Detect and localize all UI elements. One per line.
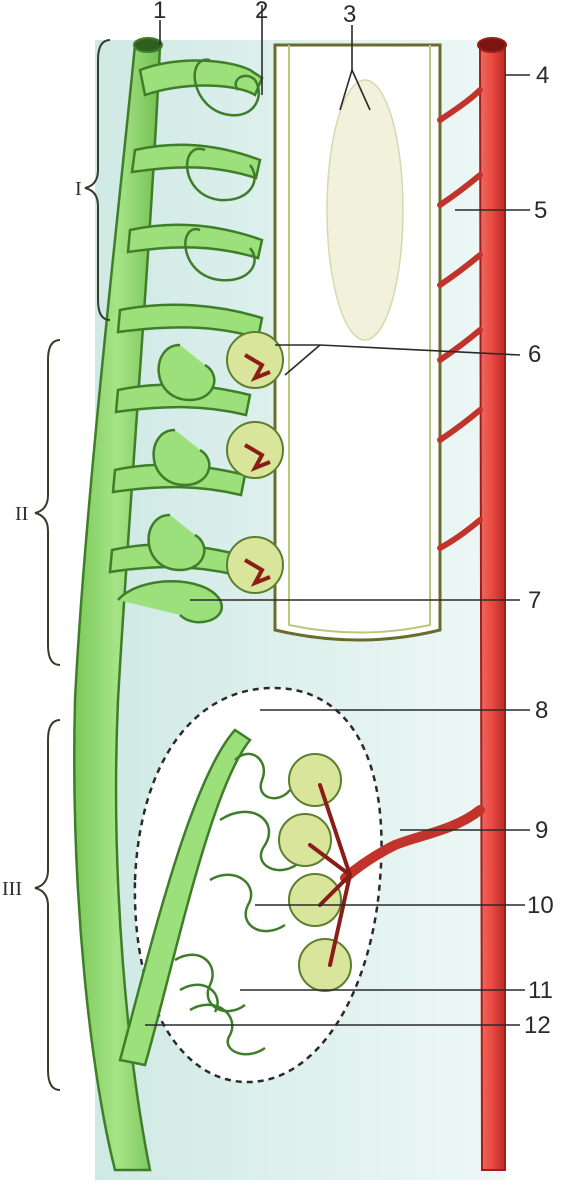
gut-tube xyxy=(275,45,440,640)
meta-glomerulus-3 xyxy=(289,874,341,926)
label-1: 1 xyxy=(153,0,166,24)
label-6: 6 xyxy=(528,341,541,368)
region-label-II: II xyxy=(15,503,28,525)
meta-glomerulus-2 xyxy=(279,814,331,866)
yolk-region xyxy=(327,80,403,340)
label-8: 8 xyxy=(535,697,548,724)
meta-glomerulus-4 xyxy=(299,939,351,991)
label-12: 12 xyxy=(524,1012,551,1039)
label-3: 3 xyxy=(343,1,356,28)
label-4: 4 xyxy=(536,62,549,89)
label-10: 10 xyxy=(527,892,554,919)
label-11: 11 xyxy=(528,977,553,1004)
label-9: 9 xyxy=(535,817,548,844)
label-2: 2 xyxy=(255,0,268,24)
region-label-III: III xyxy=(2,878,22,900)
region-label-I: I xyxy=(75,178,82,200)
label-7: 7 xyxy=(528,587,541,614)
label-5: 5 xyxy=(534,197,547,224)
meta-glomerulus-1 xyxy=(289,754,341,806)
